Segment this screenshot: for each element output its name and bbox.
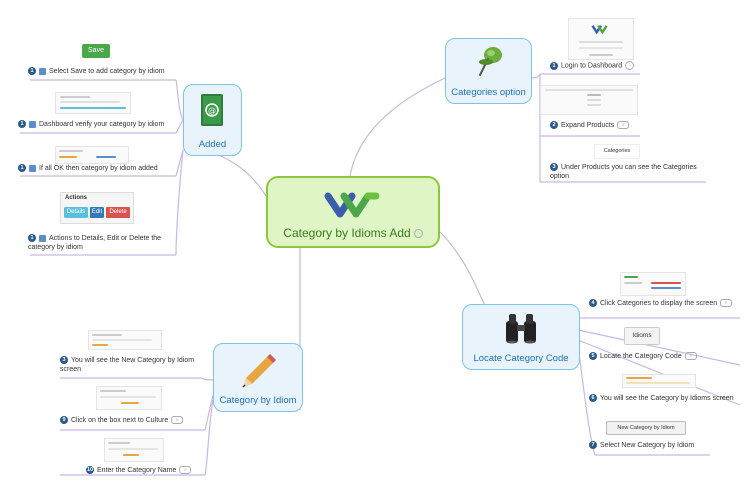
- topic-label: Added: [198, 139, 227, 150]
- step-number-badge: 2: [550, 121, 558, 130]
- topic-label: Locate Category Code: [473, 353, 569, 364]
- item-text: Dashboard verify your category by idiom: [39, 121, 165, 128]
- new-category-button-image: New Category by Idiom: [606, 421, 686, 435]
- note-icon[interactable]: ≡: [684, 352, 697, 361]
- dashboard-thumbnail: [55, 92, 131, 114]
- actions-title: Actions: [65, 195, 88, 201]
- topic-added[interactable]: @ Added: [183, 84, 242, 156]
- grid-icon: [39, 67, 46, 75]
- link-arrow-icon[interactable]: →: [413, 229, 423, 239]
- svg-text:@: @: [208, 106, 216, 115]
- new-category-thumbnail: [88, 330, 162, 350]
- grid-icon: [39, 234, 46, 242]
- login-screen-thumbnail: [568, 18, 634, 60]
- step-number-badge: 1: [18, 120, 26, 129]
- categories-screen-thumbnail: [620, 272, 686, 296]
- note-icon[interactable]: ≡: [171, 416, 184, 425]
- item-text: Actions to Details, Edit or Delete the c…: [28, 235, 162, 251]
- link-arrow-icon[interactable]: →: [625, 61, 635, 70]
- item-text: Select New Category by Idiom: [600, 442, 695, 449]
- step-number-badge: 1: [28, 234, 36, 243]
- topic-category-by-idiom[interactable]: Category by Idiom: [213, 343, 303, 412]
- binoculars-icon: [506, 314, 536, 344]
- step-number-badge: 1: [28, 67, 36, 76]
- categories-option-image: Categories: [594, 144, 640, 159]
- idioms-screen-thumbnail: [622, 374, 696, 388]
- added-item-dashboard[interactable]: 1 Dashboard verify your category by idiom: [18, 120, 183, 129]
- step-number-badge: 1: [550, 61, 558, 70]
- save-button[interactable]: Save: [82, 44, 110, 58]
- step-number-badge: 1: [18, 164, 26, 173]
- item-text: Expand Products: [561, 122, 615, 129]
- topic-categories-option[interactable]: Categories option: [445, 38, 532, 104]
- topic-label: Categories option: [451, 87, 526, 98]
- edit-button[interactable]: Edit: [90, 207, 104, 218]
- grid-icon: [29, 164, 36, 172]
- item-text: You will see the Category by Idioms scre…: [600, 395, 734, 402]
- note-icon[interactable]: ≡: [179, 466, 192, 475]
- item-text: Locate the Category Code: [600, 353, 682, 360]
- pushpin-icon: [479, 47, 502, 76]
- item-text: Under Products you can see the Categorie…: [550, 164, 697, 180]
- step-number-badge: 5: [589, 352, 597, 361]
- added-item-save[interactable]: 1 Select Save to add category by idiom: [28, 67, 178, 76]
- logo-icon: [324, 192, 380, 218]
- central-title: Category by Idioms Add→: [283, 226, 423, 240]
- address-book-icon: @: [201, 94, 223, 126]
- step-number-badge: 4: [589, 299, 597, 308]
- item-text: Login to Dashboard: [561, 62, 623, 70]
- added-item-ok[interactable]: 1 If all OK then category by idiom added: [18, 164, 183, 173]
- topic-locate-category-code[interactable]: Locate Category Code: [462, 304, 580, 370]
- item-text: Enter the Category Name: [97, 467, 177, 474]
- item-text: Click on the box next to Culture: [71, 417, 169, 424]
- topic-label: Category by Idiom: [219, 395, 297, 406]
- step-number-badge: 3: [60, 356, 68, 365]
- note-icon[interactable]: ≡: [617, 121, 630, 130]
- pencil-icon: [242, 354, 276, 388]
- actions-panel: Actions Details Edit Delete: [60, 192, 134, 224]
- item-text: Select Save to add category by idiom: [49, 68, 165, 75]
- step-number-badge: 10: [86, 466, 94, 475]
- central-topic[interactable]: Category by Idioms Add→: [266, 176, 440, 248]
- item-text: If all OK then category by idiom added: [39, 165, 158, 172]
- step-number-badge: 6: [589, 394, 597, 403]
- products-menu-thumbnail: [540, 85, 638, 115]
- idioms-code-image: Idioms: [624, 327, 660, 345]
- step-number-badge: 3: [550, 163, 558, 172]
- category-name-thumbnail: [104, 438, 164, 462]
- logo-icon: [591, 25, 608, 35]
- details-button[interactable]: Details: [64, 207, 88, 218]
- culture-box-thumbnail: [96, 386, 162, 410]
- step-number-badge: 9: [60, 416, 68, 425]
- note-icon[interactable]: ≡: [720, 299, 733, 308]
- step-number-badge: 7: [589, 441, 597, 450]
- grid-icon: [29, 120, 36, 128]
- category-list-thumbnail: [55, 146, 129, 164]
- item-text: You will see the New Category by Idiom s…: [60, 357, 195, 373]
- delete-button[interactable]: Delete: [106, 207, 130, 218]
- item-text: Click Categories to display the screen: [600, 300, 718, 307]
